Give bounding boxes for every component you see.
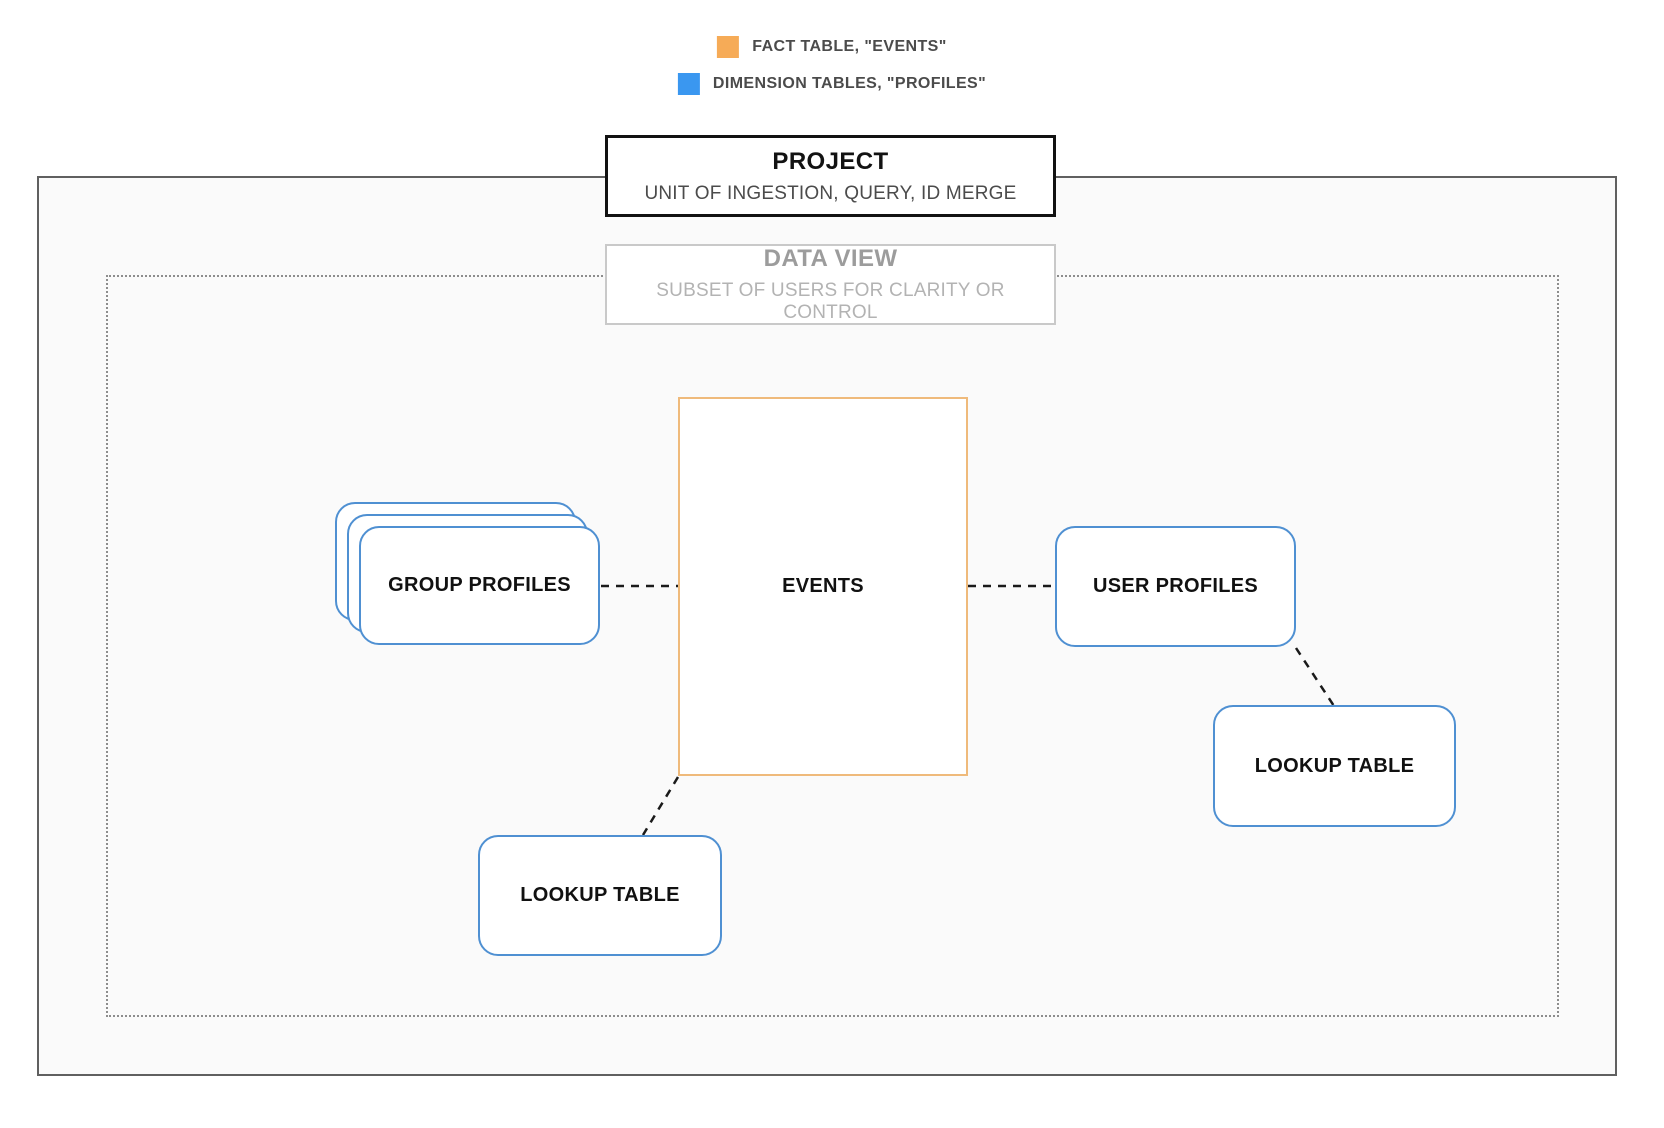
events-node-label: EVENTS [782,575,864,597]
group-profiles-card-front: GROUP PROFILES [359,526,600,645]
project-subtitle: UNIT OF INGESTION, QUERY, ID MERGE [644,182,1017,204]
connector-userprofiles-lookupright [1294,647,1336,707]
lookup-table-bottom-node-label: LOOKUP TABLE [520,884,680,906]
project-title: PROJECT [772,147,889,175]
group-profiles-node: GROUP PROFILES [335,502,601,646]
data-view-header-box: DATA VIEW SUBSET OF USERS FOR CLARITY OR… [605,244,1056,325]
lookup-table-right-node-label: LOOKUP TABLE [1254,754,1415,777]
legend-label-dimension-tables: DIMENSION TABLES, "PROFILES" [712,75,987,92]
project-header-box: PROJECT UNIT OF INGESTION, QUERY, ID MER… [605,135,1056,217]
user-profiles-node: USER PROFILES [1055,526,1296,647]
data-view-title: DATA VIEW [763,245,898,272]
legend-item-dimension-tables: DIMENSION TABLES, "PROFILES" [677,73,987,95]
lookup-table-bottom-node: LOOKUP TABLE [478,835,722,956]
events-node: EVENTS [678,397,968,776]
legend-item-fact-table: FACT TABLE, "EVENTS" [717,36,946,58]
group-profiles-node-label: GROUP PROFILES [388,574,571,596]
lookup-table-right-node: LOOKUP TABLE [1213,705,1456,827]
fact-table-swatch-icon [717,36,740,58]
user-profiles-node-label: USER PROFILES [1092,575,1259,597]
legend-label-fact-table: FACT TABLE, "EVENTS" [752,38,947,55]
dimension-tables-swatch-icon [677,73,700,95]
legend: FACT TABLE, "EVENTS" DIMENSION TABLES, "… [677,36,987,95]
data-view-subtitle: SUBSET OF USERS FOR CLARITY OR CONTROL [656,280,1005,323]
connector-events-lookupbottom [641,776,680,836]
